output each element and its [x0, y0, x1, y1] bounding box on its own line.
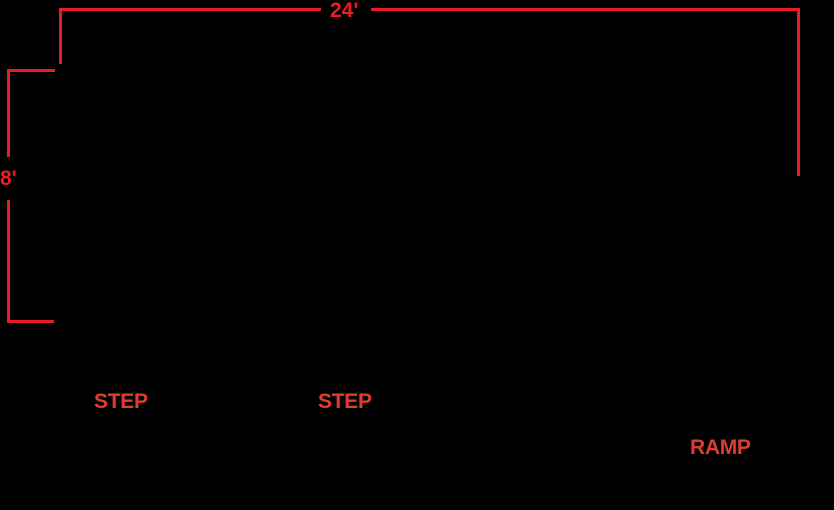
- height-dimension-line-top: [7, 69, 10, 157]
- width-dimension-right-tick: [797, 8, 800, 176]
- height-dimension-top-tick: [7, 69, 55, 72]
- height-dimension-bottom-tick: [7, 320, 54, 323]
- width-dimension-label: 24': [330, 0, 359, 22]
- height-dimension-label: 8': [0, 167, 17, 190]
- step-label-left: STEP: [94, 390, 148, 413]
- step-label-center: STEP: [318, 390, 372, 413]
- width-dimension-line-left: [59, 8, 321, 11]
- height-dimension-line-bottom: [7, 200, 10, 323]
- width-dimension-left-tick: [59, 8, 62, 64]
- width-dimension-line-right: [371, 8, 800, 11]
- ramp-label: RAMP: [690, 436, 751, 459]
